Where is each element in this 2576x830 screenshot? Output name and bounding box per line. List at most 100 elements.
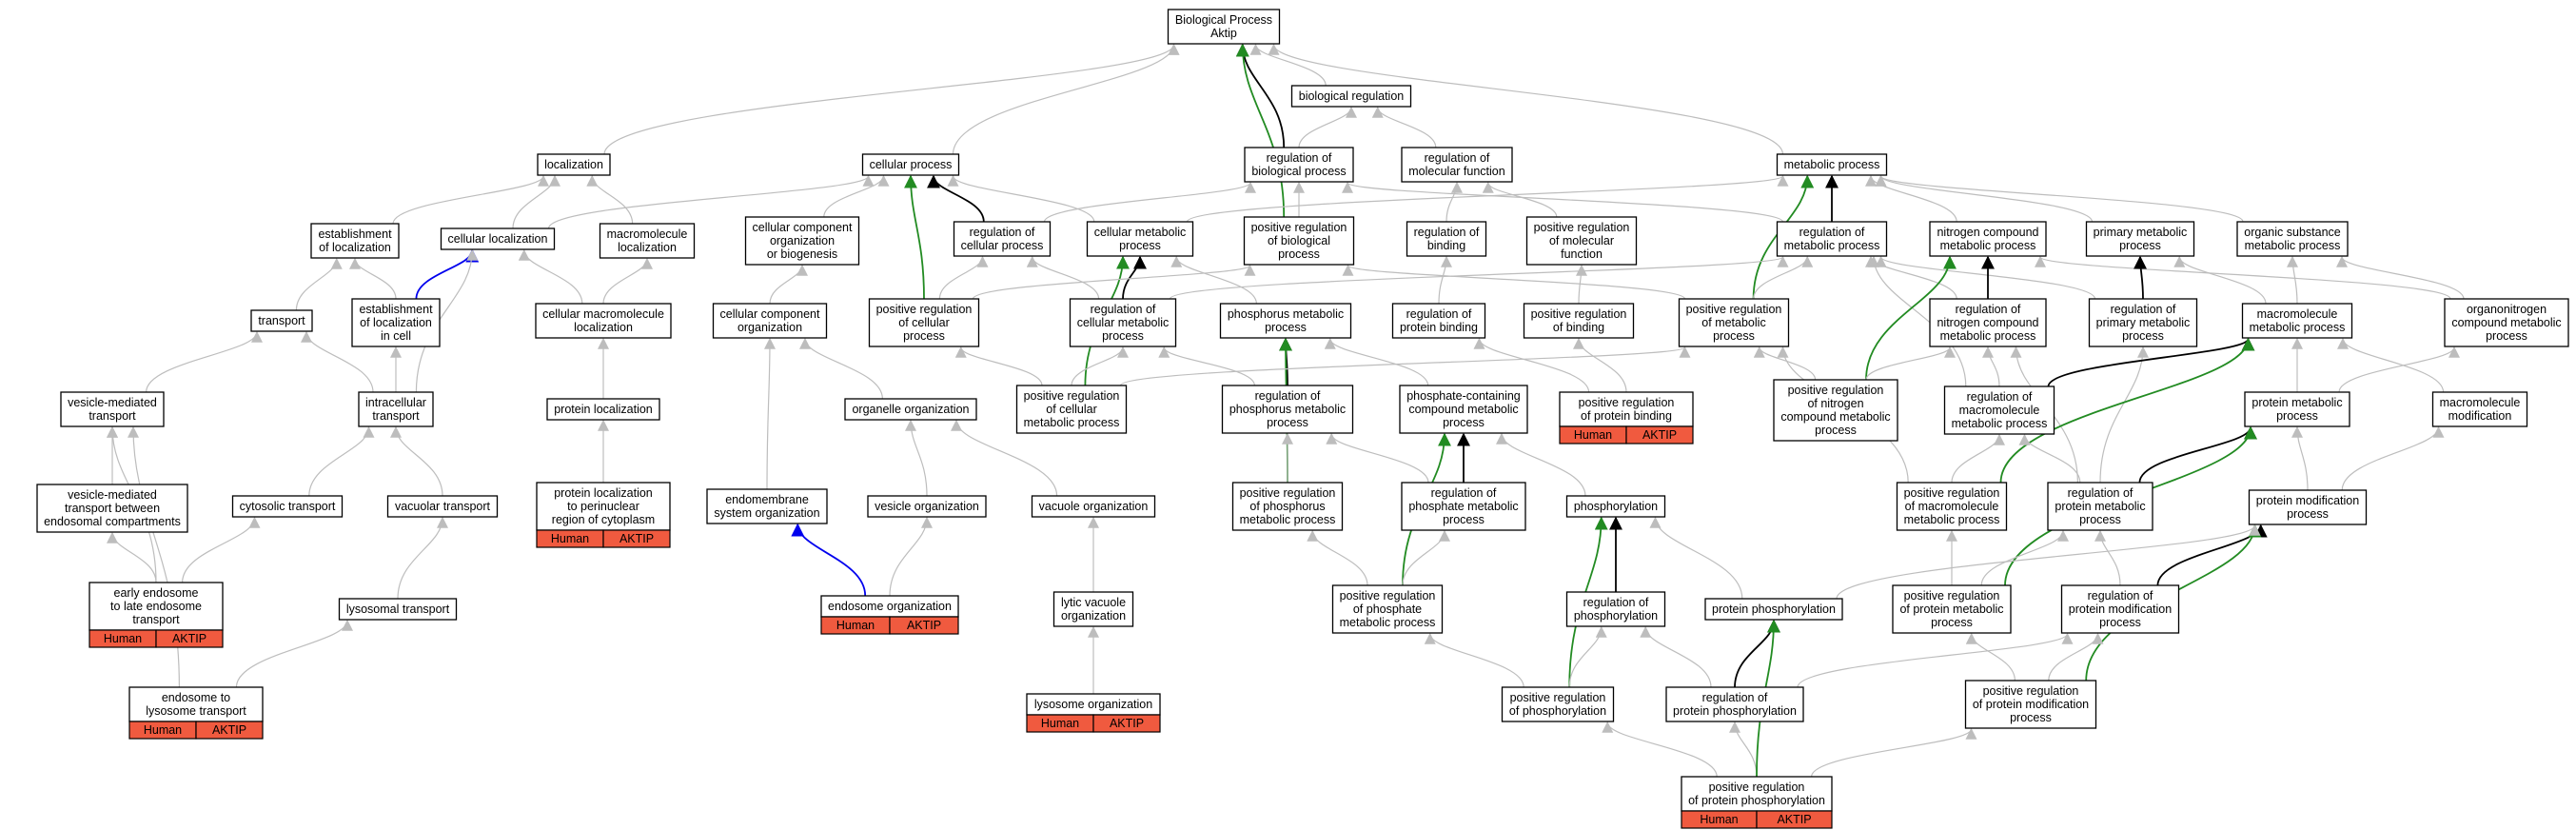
node-box: [706, 488, 828, 524]
go-term-node[interactable]: organelle organization: [844, 398, 977, 421]
node-box: [744, 216, 860, 266]
go-term-node[interactable]: protein phosphorylation: [1704, 598, 1843, 621]
node-label: organelle organization: [852, 403, 969, 416]
annotation-label: Human: [551, 532, 589, 545]
edge: [2094, 529, 2121, 586]
go-term-node[interactable]: cellular process: [861, 153, 960, 176]
edge-is-a: [2134, 255, 2148, 300]
go-term-node[interactable]: vacuole organization: [1031, 495, 1156, 518]
go-term-node[interactable]: protein localization: [546, 398, 660, 421]
go-term-node[interactable]: metabolic process: [1776, 153, 1888, 176]
edge: [1371, 106, 1437, 148]
go-term-node[interactable]: vacuolar transport: [386, 495, 499, 518]
node-box: [310, 223, 400, 259]
node-box: [1221, 385, 1354, 434]
node-box: [1015, 385, 1128, 434]
node-label: localization: [544, 158, 603, 171]
edge: [889, 516, 933, 597]
node-box: [1525, 216, 1638, 266]
node-box: [88, 582, 224, 631]
go-term-node[interactable]: cytosolic transport: [231, 495, 344, 518]
edge: [1640, 625, 1712, 688]
go-term-node[interactable]: biological regulation: [1290, 85, 1412, 108]
edge-positively-regulates: [1999, 337, 2255, 484]
node-box: [1167, 9, 1281, 45]
go-term-node[interactable]: cellular localization: [440, 227, 556, 250]
go-term-node[interactable]: transport: [250, 309, 313, 332]
go-term-node[interactable]: localization: [537, 153, 611, 176]
go-term-node[interactable]: phosphorylation: [1565, 495, 1666, 518]
go-term-node[interactable]: vesicle organization: [867, 495, 987, 518]
node-box: [1776, 221, 1888, 257]
edge: [1249, 43, 1327, 87]
node-box: [2085, 221, 2195, 257]
go-term-node[interactable]: lysosomal transport: [338, 598, 458, 621]
